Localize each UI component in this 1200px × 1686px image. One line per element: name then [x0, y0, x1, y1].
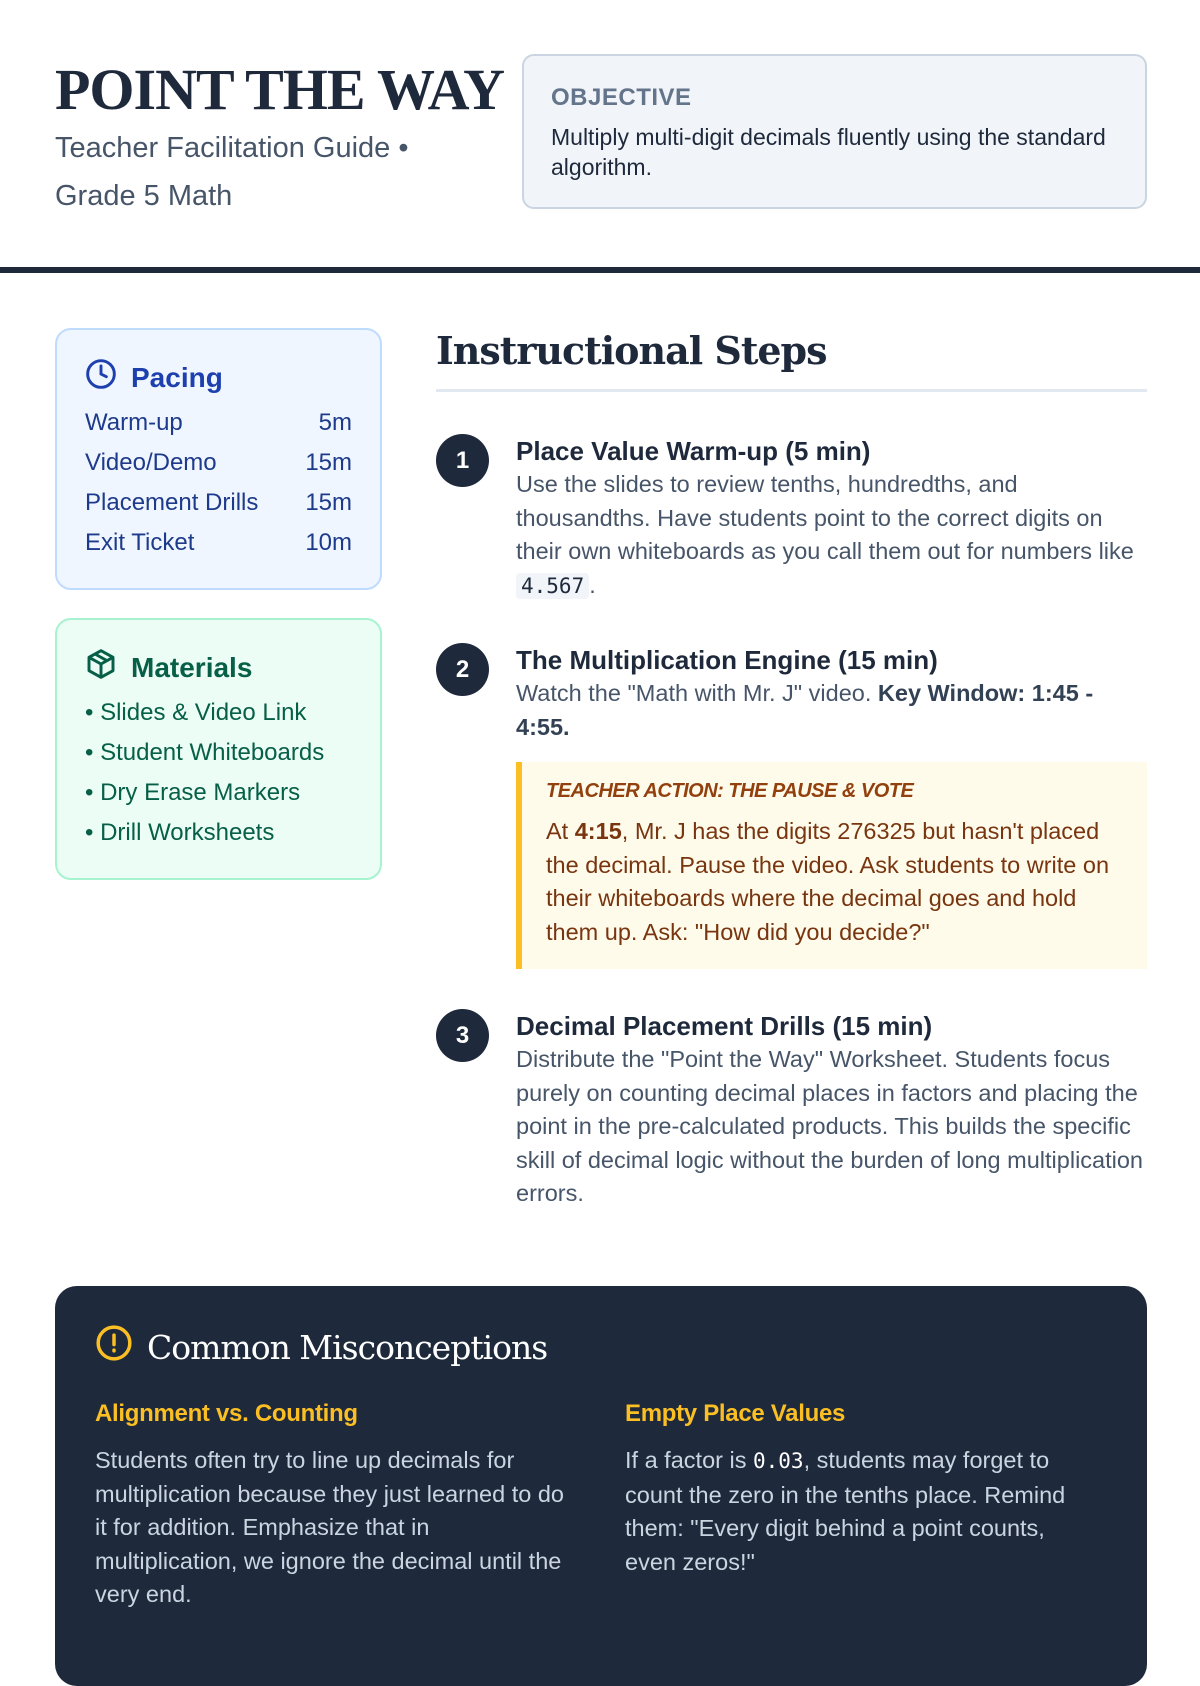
pacing-time: 10m: [305, 529, 352, 556]
misconception-heading: Alignment vs. Counting: [95, 1400, 358, 1427]
step-item: 1 Place Value Warm-up (5 min) Use the sl…: [436, 434, 1147, 603]
code-snippet: 4.567: [516, 572, 590, 599]
pacing-row: Exit Ticket 10m: [85, 529, 352, 557]
materials-title: Materials: [131, 651, 253, 683]
step-title: The Multiplication Engine (15 min): [516, 645, 938, 675]
misconceptions-panel: Common Misconceptions Alignment vs. Coun…: [55, 1286, 1147, 1686]
misconception-heading: Empty Place Values: [625, 1400, 846, 1427]
section-heading: Instructional Steps: [436, 328, 1147, 392]
step-title: Decimal Placement Drills (15 min): [516, 1011, 933, 1041]
material-item: • Dry Erase Markers: [85, 779, 301, 806]
material-item: • Slides & Video Link: [85, 699, 307, 726]
teacher-action-callout: TEACHER ACTION: THE PAUSE & VOTE At 4:15…: [516, 762, 1147, 969]
step-number: 2: [436, 643, 489, 696]
pacing-label: Exit Ticket: [85, 529, 195, 556]
step-item: 3 Decimal Placement Drills (15 min) Dist…: [436, 1009, 1147, 1211]
step-text: Distribute the "Point the Way" Worksheet…: [516, 1046, 1143, 1206]
box-icon: [85, 648, 117, 687]
objective-box: OBJECTIVE Multiply multi-digit decimals …: [522, 54, 1147, 209]
pacing-time: 5m: [318, 409, 352, 436]
step-number: 3: [436, 1009, 489, 1062]
pacing-row: Warm-up 5m: [85, 409, 352, 437]
callout-text: At 4:15, Mr. J has the digits 276325 but…: [546, 818, 1110, 945]
code-snippet: 0.03: [753, 1449, 804, 1473]
material-item: • Student Whiteboards: [85, 739, 325, 766]
alert-circle-icon: [95, 1324, 133, 1370]
pacing-row: Placement Drills 15m: [85, 489, 352, 517]
objective-text: Multiply multi-digit decimals fluently u…: [551, 124, 1106, 180]
step-item: 2 The Multiplication Engine (15 min) Wat…: [436, 643, 1147, 969]
objective-label: OBJECTIVE: [551, 84, 692, 111]
material-item: • Drill Worksheets: [85, 819, 275, 846]
pacing-label: Placement Drills: [85, 489, 259, 516]
pacing-card: Pacing Warm-up 5m Video/Demo 15m Placement…: [55, 328, 382, 590]
page-header: POINT THE WAY Teacher Facilitation Guide…: [55, 0, 1147, 270]
step-title: Place Value Warm-up (5 min): [516, 436, 871, 466]
pacing-row: Video/Demo 15m: [85, 449, 352, 477]
page-title: POINT THE WAY: [55, 57, 505, 122]
pacing-time: 15m: [305, 449, 352, 476]
instructional-steps: Instructional Steps 1 Place Value Warm-u…: [436, 328, 1147, 1211]
materials-card: Materials • Slides & Video Link • Studen…: [55, 618, 382, 880]
pacing-label: Video/Demo: [85, 449, 217, 476]
misconceptions-title: Common Misconceptions: [147, 1327, 548, 1367]
header-divider: [0, 267, 1200, 273]
pacing-label: Warm-up: [85, 409, 183, 436]
step-text: Watch the "Math with Mr. J" video. Key W…: [516, 680, 1094, 740]
misconception-text: If a factor is 0.03, students may forget…: [625, 1447, 1066, 1575]
step-number: 1: [436, 434, 489, 487]
misconception-item: Empty Place Values If a factor is 0.03, …: [625, 1400, 1095, 1612]
callout-label: TEACHER ACTION: THE PAUSE & VOTE: [546, 780, 914, 802]
clock-icon: [85, 358, 117, 397]
pacing-title: Pacing: [131, 361, 223, 393]
page-subtitle: Teacher Facilitation Guide • Grade 5 Mat…: [55, 132, 409, 212]
pacing-time: 15m: [305, 489, 352, 516]
step-text: Use the slides to review tenths, hundred…: [516, 471, 1134, 599]
misconception-item: Alignment vs. Counting Students often tr…: [95, 1400, 565, 1612]
misconception-text: Students often try to line up decimals f…: [95, 1447, 564, 1607]
